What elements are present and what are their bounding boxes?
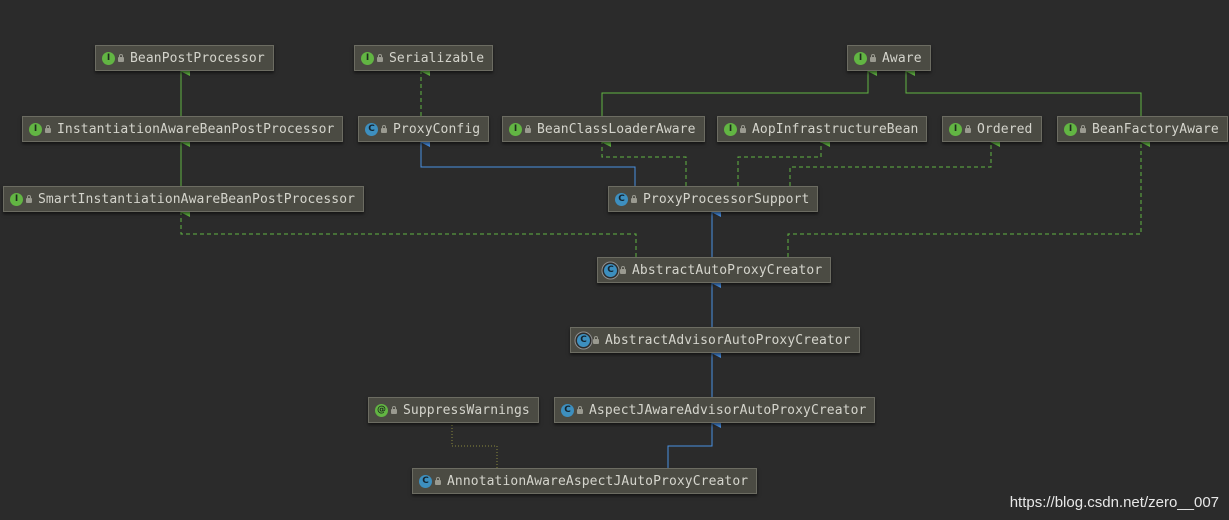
node-aaajapc[interactable]: C AnnotationAwareAspectJAutoProxyCreator <box>412 468 758 494</box>
node-pc[interactable]: C ProxyConfig <box>358 116 490 142</box>
node-aapc[interactable]: C AbstractAutoProxyCreator <box>597 257 832 283</box>
public-lock-icon <box>1080 125 1086 133</box>
public-lock-icon <box>377 54 383 62</box>
public-lock-icon <box>631 195 637 203</box>
interface-icon: I <box>854 51 867 65</box>
node-label: BeanClassLoaderAware <box>537 121 696 137</box>
annotation-icon: @ <box>375 403 388 417</box>
node-ajaapc[interactable]: C AspectJAwareAdvisorAutoProxyCreator <box>554 397 876 423</box>
node-label: ProxyProcessorSupport <box>643 191 810 207</box>
public-lock-icon <box>870 54 876 62</box>
node-aware[interactable]: I Aware <box>847 45 931 71</box>
node-label: Serializable <box>389 50 485 66</box>
public-lock-icon <box>391 406 397 414</box>
node-label: ProxyConfig <box>393 121 481 137</box>
node-bcla[interactable]: I BeanClassLoaderAware <box>502 116 705 142</box>
edge-aaajapc-to-ajaapc <box>667 418 721 468</box>
edge-bfa-to-aware <box>905 66 1142 116</box>
edge-aaajapc-to-sw <box>451 423 498 468</box>
edge-bcla-to-aware <box>601 66 877 116</box>
public-lock-icon <box>381 125 387 133</box>
interface-icon: I <box>102 51 115 65</box>
node-aaapc[interactable]: C AbstractAdvisorAutoProxyCreator <box>570 327 860 353</box>
node-label: BeanFactoryAware <box>1092 121 1219 137</box>
edge-pps-to-aib <box>737 137 830 186</box>
node-sw[interactable]: @ SuppressWarnings <box>368 397 539 423</box>
edge-aapc-to-siabpp <box>180 207 637 257</box>
abstract-class-icon: C <box>604 263 617 277</box>
node-bfa[interactable]: I BeanFactoryAware <box>1057 116 1228 142</box>
edge-pps-to-pc <box>420 137 636 186</box>
node-label: AnnotationAwareAspectJAutoProxyCreator <box>447 473 749 489</box>
public-lock-icon <box>435 477 441 485</box>
public-lock-icon <box>593 336 599 344</box>
interface-icon: I <box>509 122 522 136</box>
node-label: AbstractAdvisorAutoProxyCreator <box>605 332 851 348</box>
edge-pps-to-ord <box>789 137 1000 186</box>
edge-pps-to-bcla <box>601 137 687 186</box>
node-label: AbstractAutoProxyCreator <box>632 262 823 278</box>
node-iabpp[interactable]: I InstantiationAwareBeanPostProcessor <box>22 116 344 142</box>
public-lock-icon <box>525 125 531 133</box>
node-ser[interactable]: I Serializable <box>354 45 494 71</box>
public-lock-icon <box>45 125 51 133</box>
node-label: Ordered <box>977 121 1033 137</box>
interface-icon: I <box>1064 122 1077 136</box>
public-lock-icon <box>118 54 124 62</box>
public-lock-icon <box>26 195 32 203</box>
public-lock-icon <box>577 406 583 414</box>
node-label: AopInfrastructureBean <box>752 121 919 137</box>
public-lock-icon <box>740 125 746 133</box>
class-icon: C <box>561 403 574 417</box>
class-icon: C <box>365 122 378 136</box>
watermark-text: https://blog.csdn.net/zero__007 <box>1009 494 1219 511</box>
node-label: InstantiationAwareBeanPostProcessor <box>57 121 335 137</box>
interface-icon: I <box>29 122 42 136</box>
node-label: SmartInstantiationAwareBeanPostProcessor <box>38 191 356 207</box>
node-label: SuppressWarnings <box>403 402 530 418</box>
abstract-class-icon: C <box>577 333 590 347</box>
node-aib[interactable]: I AopInfrastructureBean <box>717 116 928 142</box>
interface-icon: I <box>949 122 962 136</box>
class-icon: C <box>615 192 628 206</box>
public-lock-icon <box>965 125 971 133</box>
node-siabpp[interactable]: I SmartInstantiationAwareBeanPostProcess… <box>3 186 365 212</box>
node-pps[interactable]: C ProxyProcessorSupport <box>608 186 819 212</box>
public-lock-icon <box>620 266 626 274</box>
interface-icon: I <box>724 122 737 136</box>
edge-aapc-to-bfa <box>787 137 1150 257</box>
node-label: AspectJAwareAdvisorAutoProxyCreator <box>589 402 867 418</box>
interface-icon: I <box>361 51 374 65</box>
interface-icon: I <box>10 192 23 206</box>
node-label: Aware <box>882 50 922 66</box>
node-ord[interactable]: I Ordered <box>942 116 1042 142</box>
node-bpp[interactable]: I BeanPostProcessor <box>95 45 274 71</box>
node-label: BeanPostProcessor <box>130 50 265 66</box>
class-icon: C <box>419 474 432 488</box>
